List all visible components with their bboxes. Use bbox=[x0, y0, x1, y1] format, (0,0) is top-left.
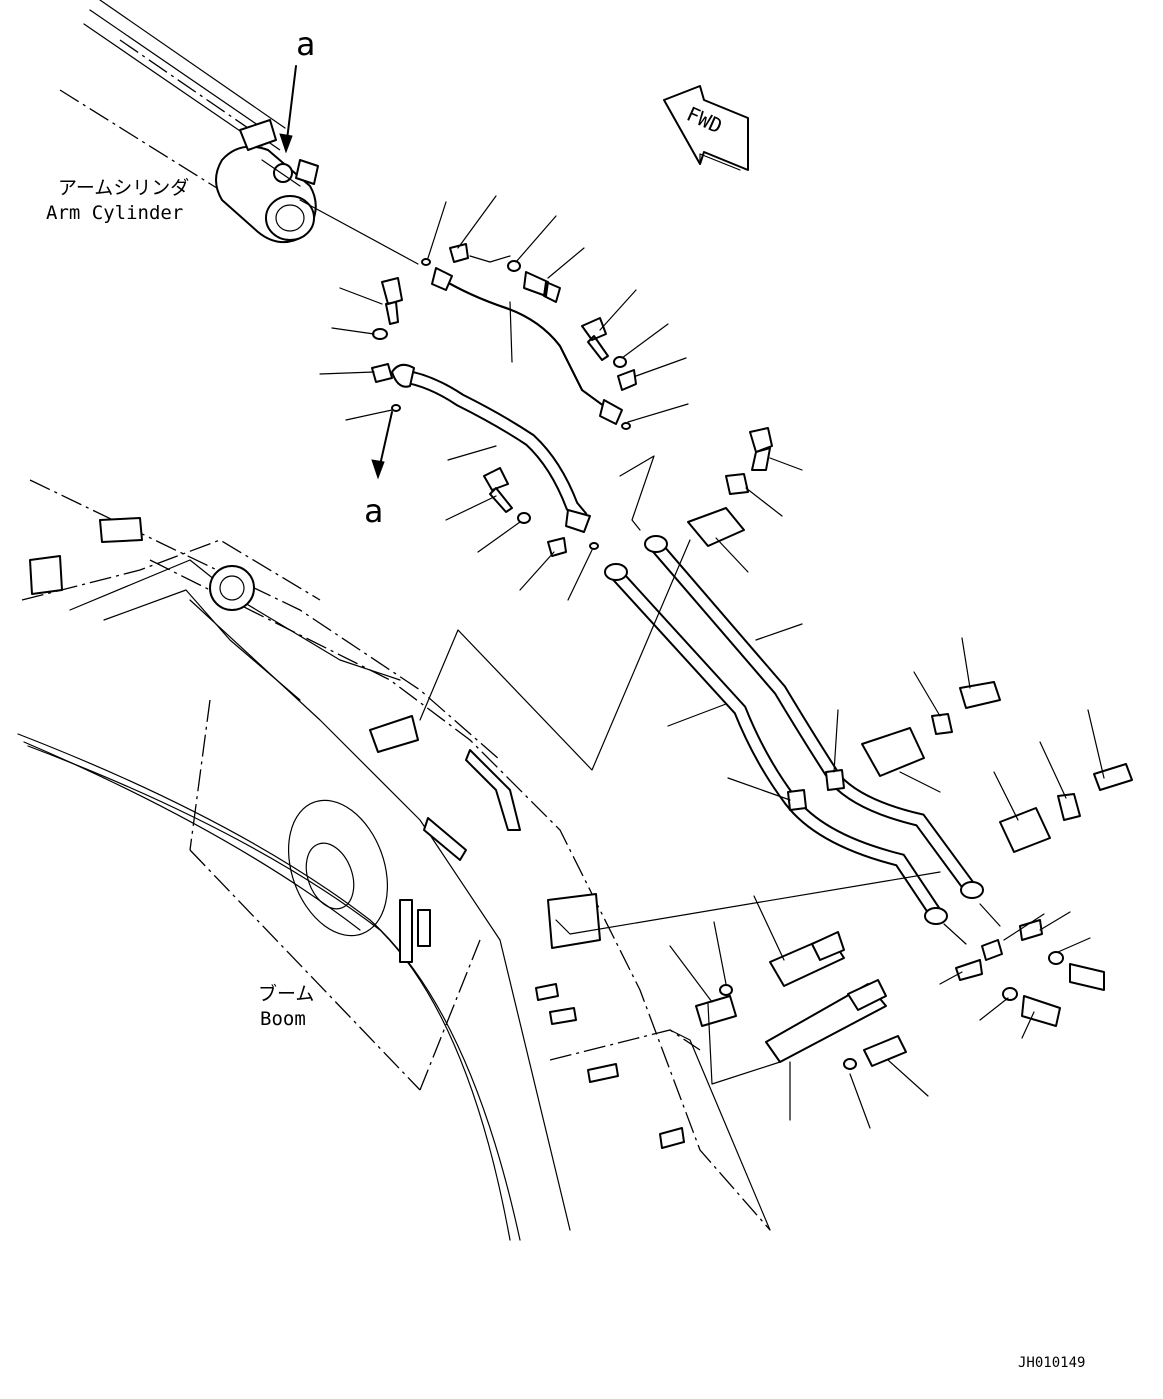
clamp-block bbox=[999, 807, 1051, 853]
arm-cylinder-label-jp: アームシリンダ bbox=[58, 177, 189, 199]
bolt bbox=[581, 317, 609, 361]
bolt bbox=[1069, 963, 1105, 991]
washer bbox=[507, 260, 521, 272]
arm-cylinder-label-en: Arm Cylinder bbox=[46, 202, 183, 224]
arm-cylinder bbox=[59, 0, 419, 265]
bracket-tab bbox=[811, 931, 845, 961]
bolt bbox=[863, 1035, 907, 1067]
boom-label-en: Boom bbox=[260, 1008, 306, 1030]
drawing-number: JH010149 bbox=[1018, 1355, 1085, 1371]
washer bbox=[372, 328, 388, 340]
o-ring bbox=[589, 542, 599, 550]
bracket-tab bbox=[847, 979, 887, 1011]
bolt bbox=[523, 271, 561, 303]
o-ring bbox=[421, 258, 431, 266]
hose-upper-2 bbox=[391, 363, 591, 533]
bracket bbox=[955, 959, 983, 981]
fwd-arrow: FWD bbox=[663, 85, 749, 171]
steel-tube-2 bbox=[644, 535, 984, 899]
split-flange bbox=[1019, 919, 1043, 941]
clamp-plate bbox=[1057, 793, 1081, 821]
bolt bbox=[1021, 995, 1061, 1027]
callout-a-bottom: a bbox=[364, 492, 383, 530]
bolt bbox=[959, 681, 1001, 709]
washer bbox=[719, 984, 733, 996]
split-flange bbox=[617, 369, 637, 391]
washer bbox=[517, 512, 531, 524]
clamp-block bbox=[687, 507, 745, 547]
split-flange bbox=[547, 537, 567, 557]
bolt bbox=[1093, 763, 1133, 791]
callout-a-top: a bbox=[296, 25, 315, 63]
hose-upper-1 bbox=[431, 267, 623, 425]
boom-label-jp: ブーム bbox=[258, 982, 314, 1005]
bolt bbox=[749, 427, 773, 471]
split-flange bbox=[981, 939, 1003, 961]
washer bbox=[1048, 951, 1064, 965]
split-flange bbox=[371, 363, 393, 383]
bolt bbox=[381, 277, 403, 325]
clamp-block bbox=[861, 727, 925, 777]
clamp-plate bbox=[931, 713, 953, 735]
o-ring bbox=[391, 404, 401, 412]
washer bbox=[1002, 987, 1018, 1001]
washer bbox=[613, 356, 627, 368]
bolt bbox=[695, 995, 737, 1027]
washer bbox=[843, 1058, 857, 1070]
o-ring bbox=[621, 422, 631, 430]
boom bbox=[17, 479, 941, 1241]
clamp-plate bbox=[725, 473, 749, 495]
bolt bbox=[483, 467, 513, 513]
